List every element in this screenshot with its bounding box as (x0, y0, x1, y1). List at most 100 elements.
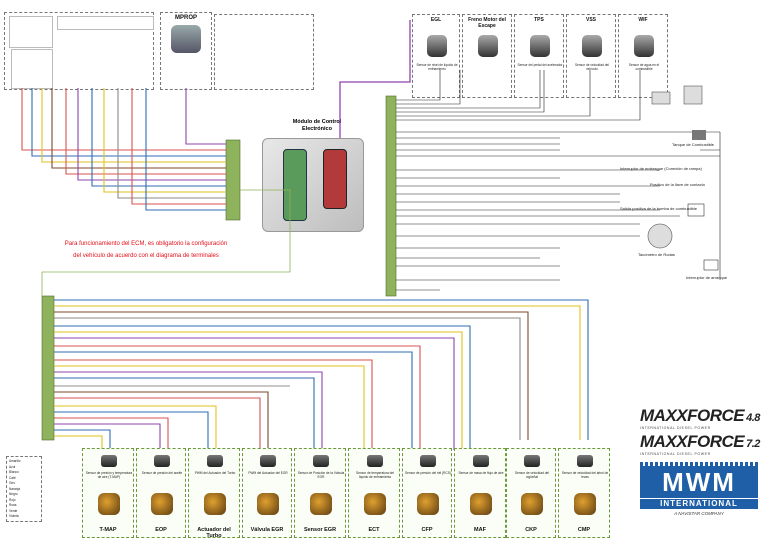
wif-connector-2 (683, 85, 703, 105)
maxxforce-72-sub: INTERNATIONAL DIESEL POWER (640, 452, 711, 456)
component-caption-tmap: Sensor de presión y temperatura de aire … (85, 471, 133, 479)
right-label-fuel-tank: Tanque de Combustible (672, 142, 715, 147)
mwm-word: MWM (640, 466, 758, 498)
sensor-image-egl (427, 35, 447, 57)
navistar-tagline: A NAVISTAR COMPANY (674, 511, 724, 516)
configuration-note-line2: del vehículo de acuerdo con el diagrama … (73, 253, 219, 259)
international-word: INTERNATIONAL (640, 499, 758, 509)
legend-row: Rojo (9, 497, 16, 502)
component-image-tmap (98, 493, 120, 515)
connector-image-ect (367, 455, 383, 467)
sensor-caption-egl: Sensor de nivel de líquido de enfriamien… (416, 63, 458, 71)
maxxforce-72-number: 7.2 (746, 438, 760, 450)
lower-harness-connector (41, 295, 55, 441)
legend-row: Naranja (9, 486, 21, 491)
component-label-maf: MAF (474, 527, 486, 533)
component-caption-eop: Sensor de presión del aceite (141, 471, 183, 475)
ecm-title: Módulo de Control Electrónico (292, 119, 342, 132)
sensor-image-tps (530, 35, 550, 57)
component-label-cfp: CFP (421, 527, 433, 533)
component-caption-cmp: Sensor de velocidad del árbol de levas (561, 471, 609, 479)
mprop-sensor-image (171, 25, 201, 53)
component-image-ect (364, 493, 386, 515)
right-label-clutch: Interruptor de embrague (Conexión de ram… (620, 166, 702, 171)
component-label-egr_valve: Válvula EGR (250, 527, 284, 533)
component-box-egr_valve: PWM del Actuador del EGR Válvula EGR (242, 448, 292, 538)
legend-row: Café (9, 475, 16, 480)
component-caption-turbo: PWM del Actuador del Turbo (194, 471, 236, 475)
right-wire-bundle (396, 70, 721, 291)
component-image-ckp (521, 493, 543, 515)
maxxforce-48-word: MAXXFORCE (640, 406, 745, 425)
mprop-panel: MPROP (160, 12, 212, 90)
connector-image-tmap (101, 455, 117, 467)
legend-row: Amarillo (9, 459, 21, 463)
legend-row: Rosa (9, 503, 17, 507)
sensor-title-freno: Freno Motor del Escape (468, 17, 506, 29)
upper-wire-bundle (21, 88, 226, 211)
sensor-title-egl: EGL (430, 17, 442, 23)
legend-text-panel (214, 14, 314, 90)
ecm-connector-right (323, 149, 347, 209)
component-box-cfp: Sensor de presión del riel (RCS) CFP (402, 448, 452, 538)
component-image-egr_sensor (310, 493, 332, 515)
ecm-connector-left (283, 149, 307, 221)
spec-table (9, 16, 53, 48)
configuration-note-line1: Para funcionamiento del ECM, es obligato… (64, 241, 228, 247)
sensor-caption-tps: Sensor del pedal del acelerador (517, 63, 563, 67)
connector-image-egr_sensor (313, 455, 329, 467)
component-image-turbo (204, 493, 226, 515)
sensor-box-egl: EGL Sensor de nivel de líquido de enfriam… (412, 14, 460, 98)
sensor-image-freno (478, 35, 498, 57)
sensor-box-freno: Freno Motor del Escape (462, 14, 512, 98)
sensor-box-wif: WIF Sensor de agua en el combustible (618, 14, 668, 98)
sensor-caption-wif: Sensor de agua en el combustible (628, 63, 660, 71)
right-label-key-positive: Positivo de la llave de contacto (650, 182, 705, 187)
wif-connector (651, 91, 671, 105)
sensor-title-wif: WIF (638, 17, 648, 23)
tachometer-gauge (647, 223, 673, 249)
fuel-pump-relay (687, 203, 705, 217)
component-caption-ect: Sensor de temperatura del líquido de enf… (356, 471, 394, 479)
component-label-egr_sensor: Sensor EGR (303, 527, 337, 533)
fuel-tank (692, 130, 706, 140)
mwm-international-logo: MWM INTERNATIONAL A NAVISTAR COMPANY (640, 462, 758, 526)
component-label-turbo: Actuador del Turbo (197, 527, 231, 539)
maxxforce-72-word: MAXXFORCE (640, 432, 745, 451)
component-caption-cfp: Sensor de presión del riel (RCS) (405, 471, 451, 475)
legend-row: Negro (9, 492, 18, 496)
right-label-fuel-pump: Salida positiva de la bomba de combustib… (620, 206, 697, 211)
maxxforce-48-sub: INTERNATIONAL DIESEL POWER (640, 426, 711, 430)
connector-image-eop (154, 455, 170, 467)
legend-row: Verde (9, 508, 18, 513)
right-label-tachometer: Tacómetro de Rodas (638, 252, 675, 257)
connector-image-ckp (524, 455, 540, 467)
legend-row: Violeta (9, 514, 19, 518)
legend-row: Blanco (9, 470, 19, 474)
component-image-eop (151, 493, 173, 515)
component-label-ect: ECT (368, 527, 380, 533)
component-caption-ckp: Sensor de velocidad del cigüeñal (514, 471, 550, 479)
component-label-tmap: T-MAP (99, 527, 117, 533)
maxxforce-48-number: 4.8 (746, 412, 760, 424)
connector-image-cfp (420, 455, 436, 467)
legend-row: Gris (9, 481, 15, 485)
connector-image-cmp (577, 455, 593, 467)
connector-image-turbo (207, 455, 223, 467)
connector-image-maf (473, 455, 489, 467)
component-box-ect: Sensor de temperatura del líquido de enf… (348, 448, 400, 538)
component-image-cfp (417, 493, 439, 515)
configuration-note: Para funcionamiento del ECM, es obligato… (56, 238, 236, 262)
sensor-image-wif (634, 35, 654, 57)
sensor-title-vss: VSS (585, 17, 596, 23)
component-caption-egr_valve: PWM del Actuador del EGR (248, 471, 288, 475)
